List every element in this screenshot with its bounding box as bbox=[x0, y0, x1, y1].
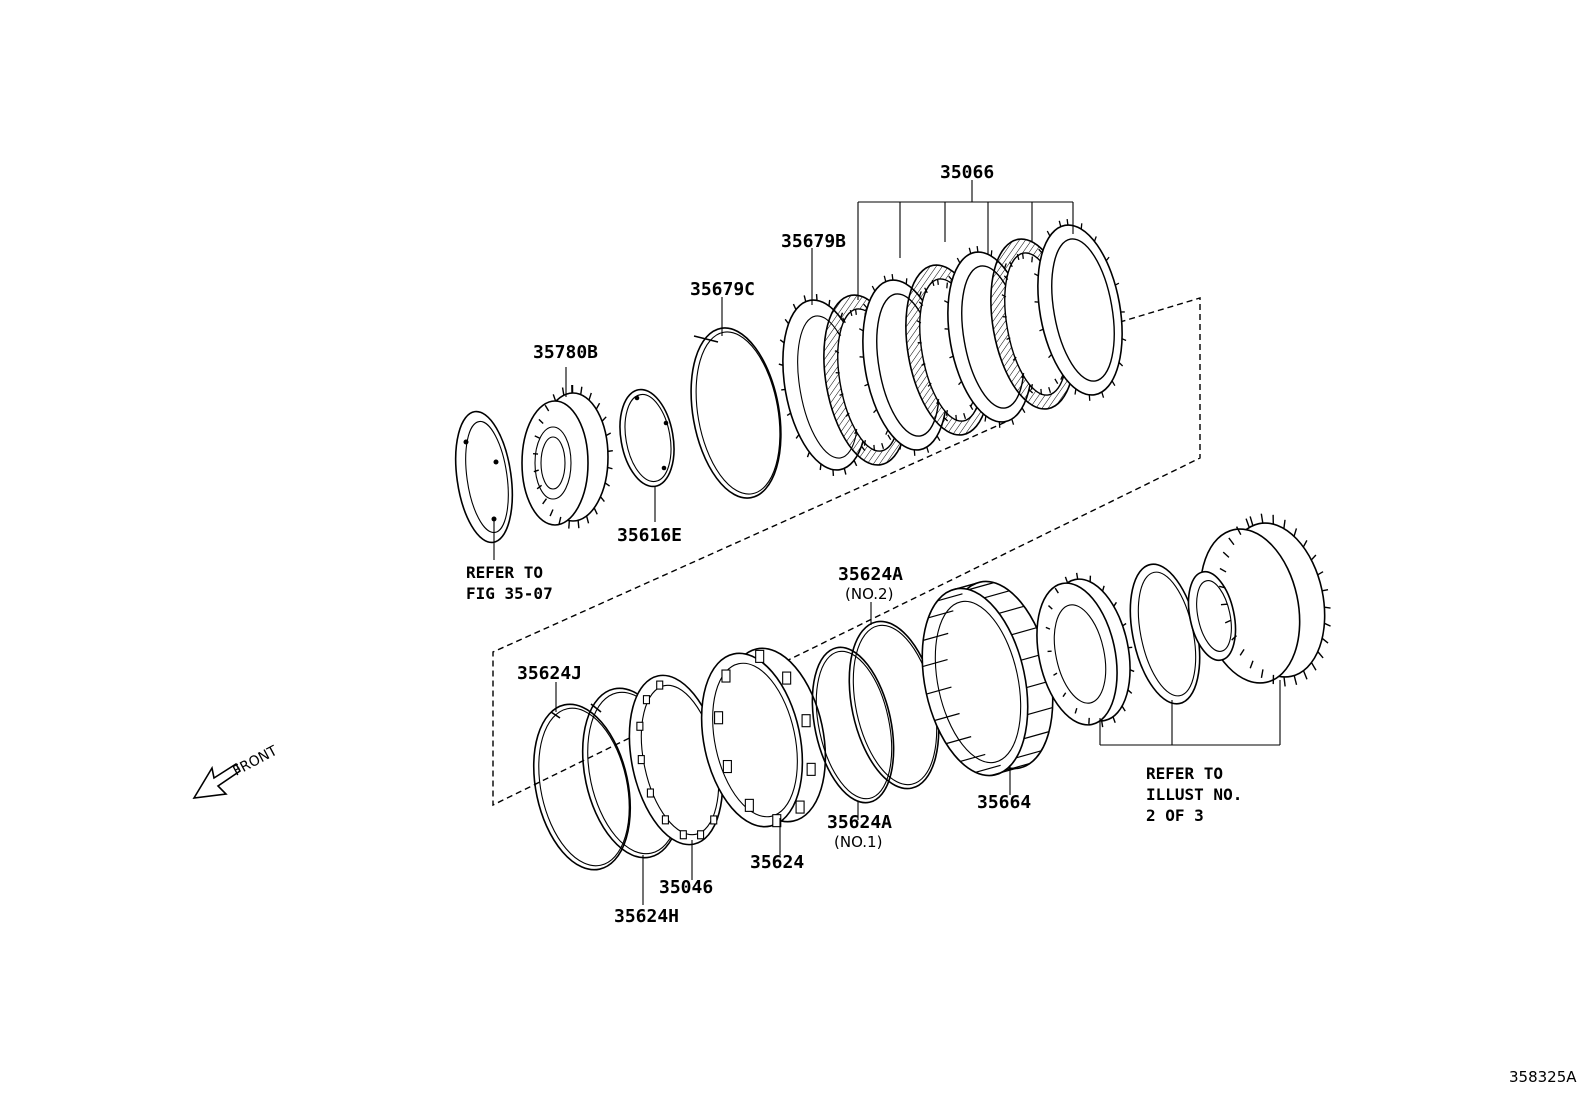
note-refer-illust-line2: ILLUST NO. bbox=[1146, 785, 1242, 804]
snap-ring-35679c bbox=[690, 327, 782, 499]
label-35066: 35066 bbox=[940, 162, 994, 183]
gear-hub-35780b bbox=[521, 385, 613, 529]
label-35624: 35624 bbox=[750, 852, 804, 873]
steel-disc bbox=[1033, 219, 1127, 401]
label-35679c: 35679C bbox=[690, 279, 755, 300]
piston-35624 bbox=[700, 647, 827, 828]
label-35624a-no2: 35624A bbox=[838, 564, 903, 585]
front-label: FRONT bbox=[230, 743, 280, 780]
label-35664: 35664 bbox=[977, 792, 1031, 813]
label-35624a-no2-sub: (NO.2) bbox=[845, 585, 893, 603]
bearing-hub bbox=[1036, 572, 1135, 728]
cover-plate bbox=[454, 410, 514, 544]
note-refer-fig-line2: FIG 35-07 bbox=[466, 584, 553, 603]
label-35624j: 35624J bbox=[517, 663, 582, 684]
clutch-pack-35066 bbox=[823, 219, 1127, 466]
label-35780b: 35780B bbox=[533, 342, 598, 363]
snap-ring-35624j bbox=[532, 703, 632, 871]
label-35046: 35046 bbox=[659, 877, 713, 898]
leader-refer-illust bbox=[1099, 680, 1281, 746]
note-refer-illust-line1: REFER TO bbox=[1146, 764, 1223, 783]
label-35679b: 35679B bbox=[781, 231, 846, 252]
label-35624a-no1: 35624A bbox=[827, 812, 892, 833]
leader-35066 bbox=[857, 180, 1074, 300]
note-refer-fig-line1: REFER TO bbox=[466, 563, 543, 582]
note-refer-illust-line3: 2 OF 3 bbox=[1146, 806, 1204, 825]
o-ring-35624a-no1 bbox=[811, 646, 895, 804]
illustration-ref-number: 358325A bbox=[1509, 1068, 1577, 1086]
ring-gear bbox=[1187, 513, 1331, 687]
label-35624a-no1-sub: (NO.1) bbox=[834, 833, 882, 851]
label-35624h: 35624H bbox=[614, 906, 679, 927]
label-35616e: 35616E bbox=[617, 525, 682, 546]
ring-35616e bbox=[619, 388, 675, 488]
front-arrow-icon bbox=[192, 762, 242, 799]
